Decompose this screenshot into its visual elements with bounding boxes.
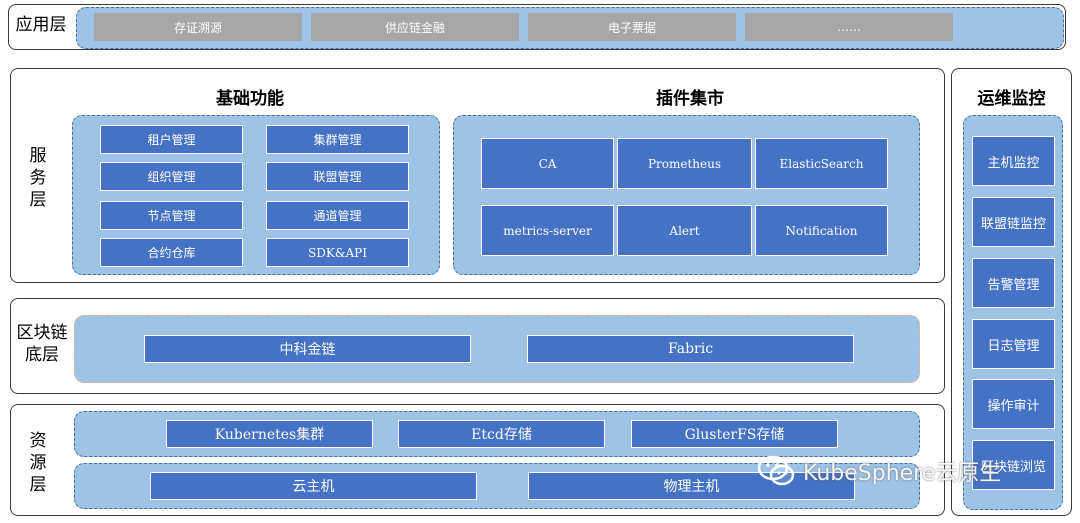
plugin-ca-button[interactable]: CA (481, 138, 614, 189)
kubernetes-cluster-button[interactable]: Kubernetes集群 (166, 420, 373, 448)
watermark-text: KubeSphere云原生 (803, 461, 1002, 486)
tenant-management-button[interactable]: 租户管理 (100, 125, 243, 154)
zhongke-chain-button[interactable]: 中科金链 (144, 335, 471, 363)
fabric-button[interactable]: Fabric (527, 335, 854, 363)
cluster-management-button[interactable]: 集群管理 (266, 125, 409, 154)
physical-host-button[interactable]: 物理主机 (528, 472, 855, 500)
sdk-api-button[interactable]: SDK&API (266, 238, 409, 267)
alert-management-button[interactable]: 告警管理 (972, 258, 1055, 308)
host-monitoring-button[interactable]: 主机监控 (972, 136, 1055, 186)
basic-functions-title: 基础功能 (216, 89, 284, 109)
alliance-chain-monitoring-button[interactable]: 联盟链监控 (972, 197, 1055, 247)
resource-layer-label: 资 源 层 (29, 431, 47, 496)
app-item-e-bill[interactable]: 电子票据 (528, 13, 736, 41)
plugin-market-title: 插件集市 (656, 89, 724, 109)
app-layer-label: 应用层 (15, 15, 67, 35)
node-management-button[interactable]: 节点管理 (100, 201, 243, 230)
app-item-evidence[interactable]: 存证溯源 (94, 13, 302, 41)
plugin-elasticsearch-button[interactable]: ElasticSearch (755, 138, 888, 189)
operation-audit-button[interactable]: 操作审计 (972, 379, 1055, 429)
app-item-supply-chain-finance[interactable]: 供应链金融 (311, 13, 519, 41)
plugin-alert-button[interactable]: Alert (617, 205, 752, 256)
log-management-button[interactable]: 日志管理 (972, 319, 1055, 369)
blockchain-explorer-button[interactable]: 区块链浏览 (972, 440, 1055, 490)
plugin-prometheus-button[interactable]: Prometheus (617, 138, 752, 189)
plugin-metrics-server-button[interactable]: metrics-server (481, 205, 614, 256)
etcd-storage-button[interactable]: Etcd存储 (398, 420, 605, 448)
ops-title: 运维监控 (977, 89, 1046, 109)
plugin-notification-button[interactable]: Notification (755, 205, 888, 256)
watermark: KubeSphere云原生 (757, 446, 1057, 496)
app-item-more[interactable]: …… (745, 13, 953, 41)
org-management-button[interactable]: 组织管理 (100, 162, 243, 191)
alliance-management-button[interactable]: 联盟管理 (266, 162, 409, 191)
service-layer-label: 服务层 (29, 146, 47, 211)
chain-layer-label: 区块链 底层 (16, 323, 68, 366)
contract-repo-button[interactable]: 合约仓库 (100, 238, 243, 267)
wechat-icon (757, 455, 795, 486)
channel-management-button[interactable]: 通道管理 (266, 201, 409, 230)
cloud-host-button[interactable]: 云主机 (150, 472, 477, 500)
glusterfs-storage-button[interactable]: GlusterFS存储 (631, 420, 838, 448)
